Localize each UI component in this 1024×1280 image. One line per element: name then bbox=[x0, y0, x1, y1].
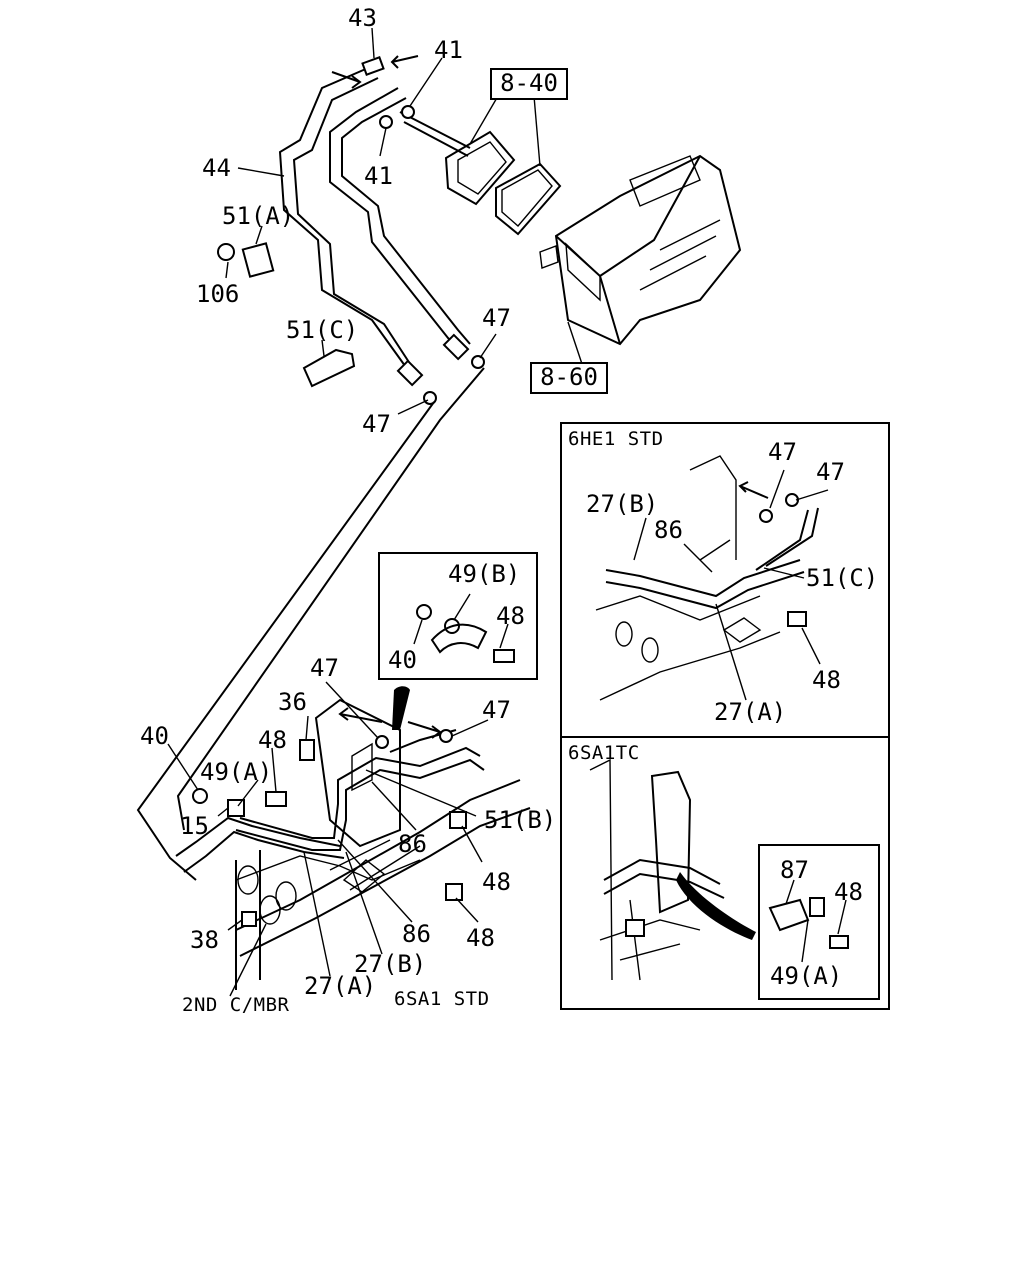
panel-6sa1tc-callout-49a: 49(A) bbox=[770, 962, 843, 990]
panel-6he1-drawing bbox=[595, 455, 829, 701]
callout-47-a: 47 bbox=[482, 304, 511, 332]
callout-106: 106 bbox=[196, 280, 240, 308]
callout-86-a: 86 bbox=[398, 830, 427, 858]
nut-40 bbox=[192, 788, 208, 804]
clamp-47-b bbox=[471, 355, 485, 369]
panel-6he1-callout-27a: 27(A) bbox=[714, 698, 787, 726]
panel-6sa1tc-title: 6SA1TC bbox=[568, 742, 640, 764]
clamp-41-lower bbox=[379, 115, 393, 129]
callout-41-lower: 41 bbox=[364, 162, 393, 190]
note-6sa1-std: 6SA1 STD bbox=[394, 988, 490, 1010]
hose-44 bbox=[278, 67, 419, 377]
leader-lines bbox=[167, 27, 583, 997]
fitting-43 bbox=[361, 56, 385, 76]
callout-47-c: 47 bbox=[310, 654, 339, 682]
callout-40: 40 bbox=[140, 722, 169, 750]
note-2nd-cmbr: 2ND C/MBR bbox=[182, 994, 290, 1016]
callout-27a: 27(A) bbox=[304, 972, 377, 1000]
panel-6sa1tc-callout-87: 87 bbox=[780, 856, 809, 884]
gasket bbox=[495, 162, 562, 236]
bolt-36 bbox=[299, 739, 315, 761]
panel-6he1-callout-51c: 51(C) bbox=[806, 564, 879, 592]
nut-38 bbox=[241, 911, 257, 927]
bolt-48-b bbox=[449, 811, 467, 829]
panel-6sa1tc bbox=[560, 736, 890, 1010]
inset-callout-49b: 49(B) bbox=[448, 560, 521, 588]
panel-6he1-callout-47-b: 47 bbox=[816, 458, 845, 486]
bolt-48-c bbox=[445, 883, 463, 901]
fitting-lower-b bbox=[442, 333, 470, 361]
callout-86-b: 86 bbox=[402, 920, 431, 948]
callout-48-c: 48 bbox=[466, 924, 495, 952]
callout-51a: 51(A) bbox=[222, 202, 295, 230]
callout-51b: 51(B) bbox=[484, 806, 557, 834]
hose-long-run bbox=[136, 367, 485, 881]
inset-drawing bbox=[413, 593, 515, 663]
callout-51c: 51(C) bbox=[286, 316, 359, 344]
callout-48-b: 48 bbox=[482, 868, 511, 896]
callout-44: 44 bbox=[202, 154, 231, 182]
callout-36: 36 bbox=[278, 688, 307, 716]
panel-6he1-callout-86: 86 bbox=[654, 516, 683, 544]
panel-6sa1tc-drawing bbox=[589, 758, 849, 981]
panel-6sa1tc-detail bbox=[758, 844, 880, 1000]
callout-15: 15 bbox=[180, 812, 209, 840]
clip-51c bbox=[302, 348, 356, 388]
callout-43: 43 bbox=[348, 4, 377, 32]
ref-box-8-60: 8-60 bbox=[530, 362, 608, 394]
bolt-106 bbox=[217, 243, 235, 261]
callout-47-b: 47 bbox=[362, 410, 391, 438]
callout-38: 38 bbox=[190, 926, 219, 954]
valve-flange bbox=[444, 130, 516, 206]
hose-return bbox=[329, 87, 471, 353]
inset-callout-40: 40 bbox=[388, 646, 417, 674]
panel-6he1-callout-27b: 27(B) bbox=[586, 490, 659, 518]
heater-unit bbox=[539, 154, 742, 346]
callout-41-upper: 41 bbox=[434, 36, 463, 64]
inset-49b bbox=[378, 552, 538, 680]
callout-47-d: 47 bbox=[482, 696, 511, 724]
inset-callout-48: 48 bbox=[496, 602, 525, 630]
panel-6sa1tc-callout-48: 48 bbox=[834, 878, 863, 906]
clip-51a bbox=[241, 242, 275, 278]
clamp-41-upper bbox=[401, 105, 415, 119]
panel-6he1-callout-48: 48 bbox=[812, 666, 841, 694]
panel-6he1-title: 6HE1 STD bbox=[568, 428, 664, 450]
frame-crossmember bbox=[235, 698, 531, 990]
fitting-lower-a bbox=[396, 359, 424, 387]
ref-box-8-40: 8-40 bbox=[490, 68, 568, 100]
callout-48-a: 48 bbox=[258, 726, 287, 754]
callout-27b: 27(B) bbox=[354, 950, 427, 978]
callout-49a: 49(A) bbox=[200, 758, 273, 786]
panel-6he1-callout-47-a: 47 bbox=[768, 438, 797, 466]
bolt-48-a bbox=[265, 791, 287, 807]
